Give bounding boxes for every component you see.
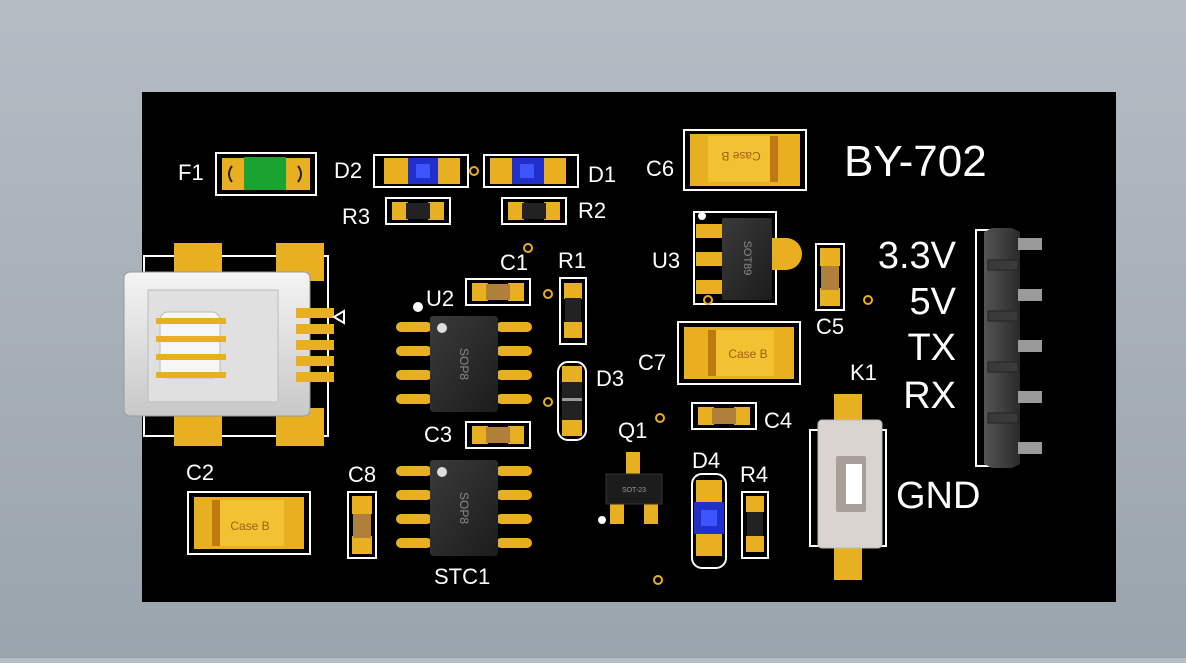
led-d4[interactable] — [653, 473, 727, 585]
pin-label-rx: RX — [903, 375, 956, 417]
label-c7: C7 — [638, 350, 666, 375]
label-d4: D4 — [692, 448, 720, 473]
label-c1: C1 — [500, 250, 528, 275]
label-stc1: STC1 — [434, 564, 490, 589]
svg-text:Case B: Case B — [721, 149, 760, 163]
usb-mini-connector[interactable] — [123, 243, 345, 446]
ic-stc1-sop8[interactable]: SOP8 — [396, 460, 532, 556]
label-c2: C2 — [186, 460, 214, 485]
label-q1: Q1 — [618, 418, 647, 443]
transistor-q1-sot23[interactable]: SOT-23 — [598, 452, 663, 524]
label-r4: R4 — [740, 462, 768, 487]
led-d2[interactable] — [373, 154, 479, 188]
pin-label-gnd: GND — [896, 475, 980, 517]
capacitor-c3[interactable] — [465, 421, 531, 449]
label-f1: F1 — [178, 160, 204, 185]
label-c8: C8 — [348, 462, 376, 487]
resistor-r3[interactable] — [385, 197, 451, 225]
label-r1: R1 — [558, 248, 586, 273]
capacitor-c6[interactable]: Case B — [683, 129, 807, 191]
regulator-u3-sot89[interactable]: SOT89 — [693, 211, 802, 305]
svg-text:SOP8: SOP8 — [457, 492, 471, 524]
svg-text:SOT89: SOT89 — [741, 241, 753, 276]
switch-k1[interactable] — [809, 394, 887, 580]
svg-text:SOP8: SOP8 — [457, 348, 471, 380]
svg-text:SOT-23: SOT-23 — [622, 487, 646, 494]
resistor-r1[interactable] — [543, 277, 587, 345]
capacitor-c5[interactable] — [815, 243, 873, 311]
capacitor-c1[interactable] — [465, 243, 533, 306]
svg-text:Case B: Case B — [728, 347, 767, 361]
label-d3: D3 — [596, 366, 624, 391]
led-d1[interactable] — [483, 154, 579, 188]
capacitor-c7[interactable]: Case B — [677, 321, 801, 385]
capacitor-c8[interactable] — [347, 491, 377, 559]
capacitor-c4[interactable] — [655, 402, 757, 430]
label-d2: D2 — [334, 158, 362, 183]
pin-header[interactable] — [975, 228, 1042, 468]
diode-d3[interactable] — [543, 361, 587, 441]
capacitor-c2[interactable]: Case B — [187, 491, 311, 555]
svg-text:Case B: Case B — [230, 519, 269, 533]
pin-label-5v: 5V — [910, 281, 957, 323]
label-r3: R3 — [342, 204, 370, 229]
label-u2: U2 — [426, 286, 454, 311]
label-u3: U3 — [652, 248, 680, 273]
label-d1: D1 — [588, 162, 616, 187]
pin-label-3v3: 3.3V — [878, 235, 957, 277]
label-c3: C3 — [424, 422, 452, 447]
resistor-r4[interactable] — [741, 491, 769, 559]
label-c4: C4 — [764, 408, 792, 433]
resistor-r2[interactable] — [501, 197, 567, 225]
label-c5: C5 — [816, 314, 844, 339]
board-title: BY-702 — [844, 137, 987, 186]
pin-label-tx: TX — [907, 327, 956, 369]
label-c6: C6 — [646, 156, 674, 181]
label-r2: R2 — [578, 198, 606, 223]
fuse-f1[interactable] — [215, 152, 317, 196]
ic-u2-sop8[interactable]: SOP8 — [396, 302, 532, 412]
label-k1: K1 — [850, 360, 877, 385]
